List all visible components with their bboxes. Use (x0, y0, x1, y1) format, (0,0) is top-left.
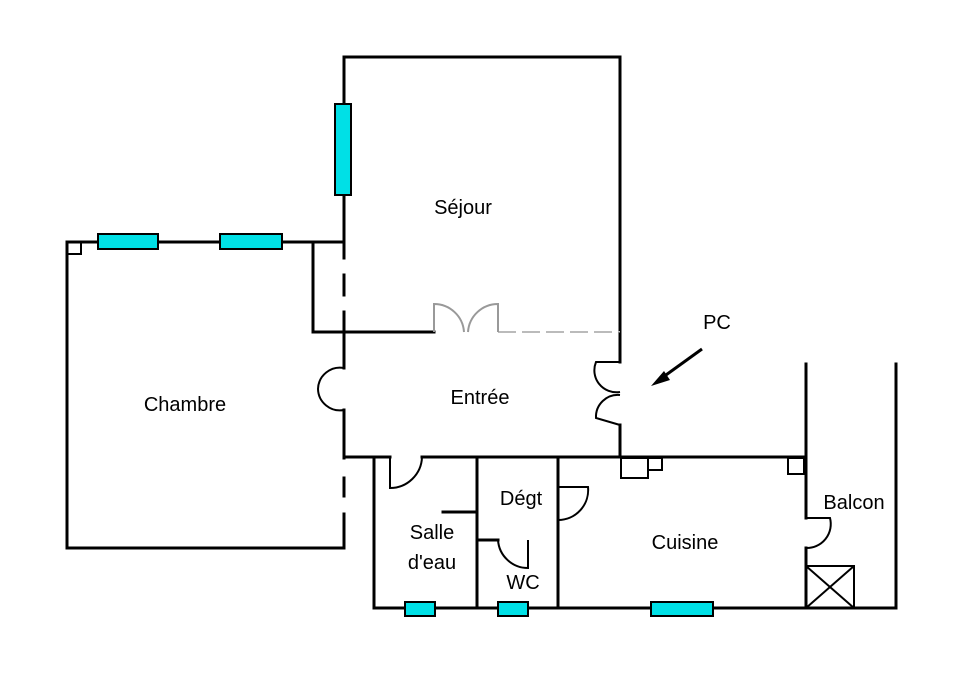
window-sejour (334, 103, 352, 196)
walls (65, 55, 898, 610)
door-entree-2 (594, 393, 621, 426)
duct-cuisine-3 (787, 457, 805, 475)
label-cuisine: Cuisine (652, 532, 719, 554)
label-entree: Entrée (451, 387, 510, 409)
window-chambre-1 (97, 233, 159, 250)
door-wc (497, 539, 529, 570)
door-entree-1 (593, 361, 621, 394)
door-cuisine (557, 486, 590, 522)
door-sejour-right (467, 302, 499, 333)
door-chambre (316, 366, 345, 412)
doors (316, 302, 832, 570)
label-salle-line1: Salle (410, 522, 454, 544)
pc-arrow-icon (651, 347, 703, 386)
window-wc (497, 601, 529, 617)
duct-cuisine-2 (647, 457, 663, 471)
window-cuisine (650, 601, 714, 617)
window-salle-eau (404, 601, 436, 617)
label-balcon: Balcon (823, 492, 884, 514)
fixtures (66, 241, 855, 609)
duct-chambre (66, 241, 82, 255)
label-wc: WC (506, 572, 539, 594)
window-chambre-2 (219, 233, 283, 250)
label-pc: PC (703, 312, 731, 334)
door-salle-eau (389, 456, 423, 490)
windows (97, 103, 714, 617)
label-chambre: Chambre (144, 394, 226, 416)
label-degt: Dégt (500, 488, 543, 510)
label-sejour: Séjour (434, 197, 492, 219)
duct-cuisine-1 (620, 457, 649, 479)
labels: Séjour Chambre Entrée Dégt Salle d'eau W… (144, 197, 885, 594)
label-salle-line2: d'eau (408, 552, 456, 574)
crossed-box-icon (805, 565, 855, 609)
door-balcon (805, 517, 832, 550)
door-sejour-left (433, 302, 465, 333)
